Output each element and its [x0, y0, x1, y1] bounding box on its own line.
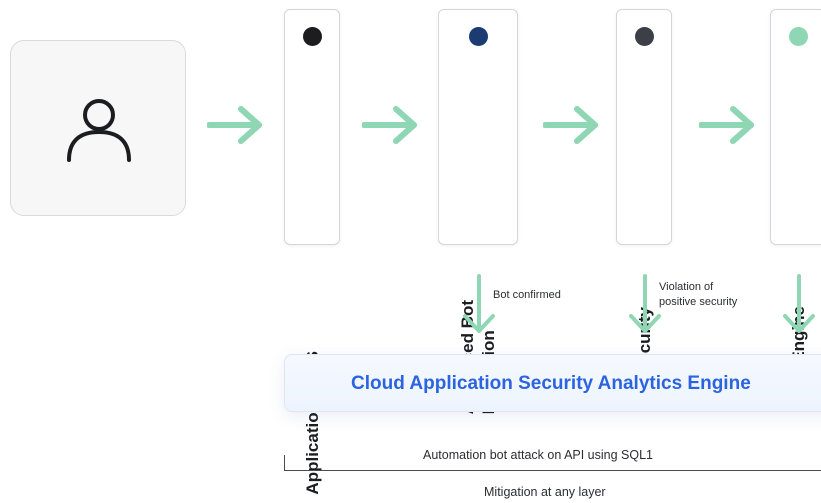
flow-arrow-3 [543, 106, 598, 144]
note-violation-line: Violation of [659, 281, 714, 293]
note-violation: Violation of positive security [659, 280, 737, 310]
attack-caption: Automation bot attack on API using SQL1 [423, 448, 654, 462]
layer-card-application-ddos: Application DDoS [284, 9, 340, 495]
layer-card-advanced-bot-protection: Advanced Bot Protection [438, 9, 518, 414]
note-violation-line: positive security [659, 296, 738, 308]
note-bot-confirmed: Bot confirmed [493, 289, 561, 301]
flow-arrow-1 [207, 106, 262, 144]
caption-bracket [284, 455, 821, 471]
layer-dot [302, 27, 322, 46]
down-arrow-waf [783, 274, 815, 333]
flow-arrow-4 [699, 106, 754, 144]
layer-card-waf-engine: WAF Engine [770, 9, 821, 405]
down-arrow-api [629, 274, 661, 333]
mitigation-caption: Mitigation at any layer [484, 485, 606, 499]
down-arrow-bot [463, 274, 495, 333]
layer-dot [788, 27, 808, 46]
user-icon [67, 99, 131, 162]
analytics-engine-bar: Cloud Application Security Analytics Eng… [284, 354, 821, 412]
layer-card-api-security: API Security [616, 9, 672, 407]
layer-dot [634, 27, 654, 46]
flow-arrow-2 [362, 106, 417, 144]
layer-dot [468, 27, 488, 46]
user-card [10, 40, 186, 216]
engine-title: Cloud Application Security Analytics Eng… [351, 373, 751, 394]
